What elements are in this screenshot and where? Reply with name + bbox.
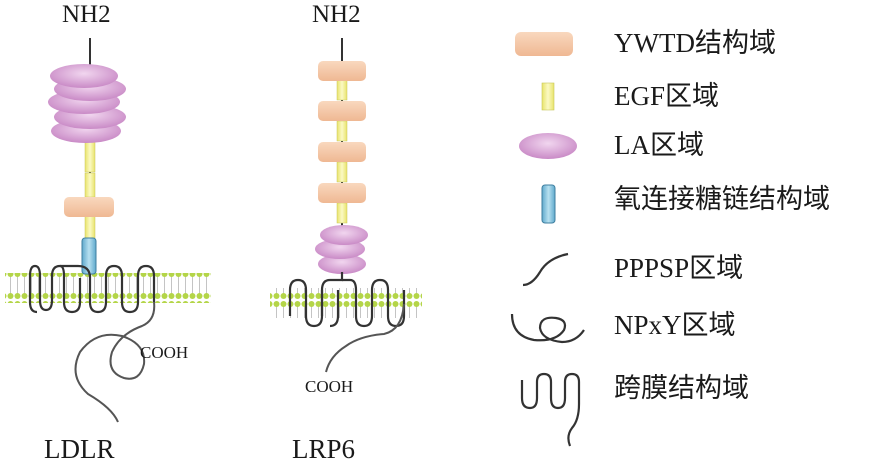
- ldlr-transmembrane-domain: [28, 264, 92, 314]
- ldlr-cooh-label: COOH: [140, 343, 189, 362]
- transmembrane-domain-icon: [520, 372, 581, 447]
- lrp6-pppsp-tail: [325, 303, 405, 373]
- ywtd-domain-icon: [515, 32, 573, 56]
- egf-domain-icon: [541, 82, 555, 111]
- lrp6-egf-domain: [336, 161, 348, 183]
- ldlr-egf-domain: [84, 215, 96, 239]
- legend-label-npxy: NPxY区域: [614, 310, 736, 340]
- npxy-domain-icon: [510, 313, 585, 344]
- ldlr-o-glycan-domain: [81, 237, 97, 275]
- ldlr-transmembrane-domain: [88, 264, 156, 314]
- lrp6-name-label: LRP6: [292, 434, 356, 464]
- ldlr-structure: [5, 38, 211, 423]
- ldlr-membrane: [5, 273, 211, 303]
- ldlr-egf-domain: [84, 172, 96, 198]
- lrp6-ywtd-domain: [318, 183, 366, 203]
- lrp6-transmembrane-domain: [288, 272, 344, 328]
- legend-label-transmembrane: 跨膜结构域: [614, 373, 749, 403]
- lrp6-egf-domain: [336, 120, 348, 142]
- lrp6-transmembrane-domain: [342, 278, 406, 328]
- legend-label-egf: EGF区域: [614, 81, 720, 111]
- lrp6-nh2-label: NH2: [312, 1, 361, 28]
- ldlr-la-domain: [50, 64, 118, 88]
- lrp6-ywtd-domain: [318, 61, 366, 81]
- lrp6-egf-domain: [336, 202, 348, 224]
- lrp6-egf-domain: [336, 79, 348, 101]
- ldlr-name-label: LDLR: [44, 434, 115, 464]
- lrp6-ywtd-domain: [318, 101, 366, 121]
- lrp6-la-domain: [318, 254, 366, 274]
- legend-label-ywtd: YWTD结构域: [614, 28, 776, 58]
- legend-icons: [510, 32, 585, 447]
- ldlr-nh2-label: NH2: [62, 1, 111, 28]
- lrp6-membrane: [270, 288, 422, 318]
- lrp6-ywtd-domain: [318, 142, 366, 162]
- ldlr-npxy-tail: [74, 301, 156, 423]
- legend-label-la: LA区域: [614, 130, 704, 160]
- la-domain-icon: [519, 133, 577, 159]
- o-glycan-domain-icon: [541, 184, 556, 224]
- lrp6-structure: [270, 38, 422, 373]
- ldlr-ywtd-domain: [64, 197, 114, 217]
- lrp6-transmembrane-domain: [320, 290, 340, 328]
- legend-label-o-glycan: 氧连接糖链结构域: [614, 184, 830, 214]
- ldlr-transmembrane-domain: [59, 264, 82, 314]
- lrp6-cooh-label: COOH: [305, 377, 354, 396]
- lrp6-la-domain: [320, 225, 368, 245]
- pppsp-domain-icon: [522, 252, 569, 287]
- legend-label-pppsp: PPPSP区域: [614, 253, 744, 283]
